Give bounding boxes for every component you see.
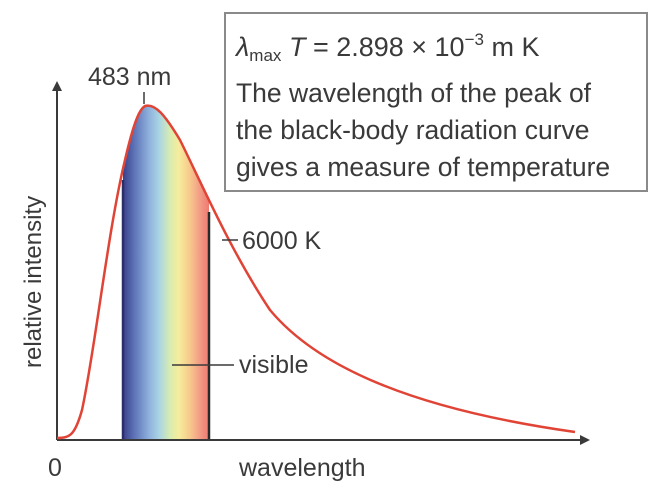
formula-subscript: max xyxy=(249,46,282,65)
peak-wavelength-label: 483 nm xyxy=(88,63,171,91)
info-line-1: The wavelength of the peak of xyxy=(236,78,592,108)
formula-temperature-symbol: T xyxy=(288,32,306,62)
formula-units: m K xyxy=(483,32,540,62)
info-line-3: gives a measure of temperature xyxy=(236,152,611,182)
origin-label: 0 xyxy=(48,454,62,482)
y-axis-label: relative intensity xyxy=(20,196,47,368)
formula-lambda: λ xyxy=(236,32,250,62)
x-axis-label: wavelength xyxy=(238,454,365,482)
wien-law-formula: λmax T = 2.898 × 10−3 m K xyxy=(236,22,636,74)
visible-spectrum-band xyxy=(123,105,209,440)
info-line-2: the black-body radiation curve xyxy=(236,115,590,145)
formula-value: = 2.898 × 10 xyxy=(305,32,465,62)
formula-exponent: −3 xyxy=(464,30,484,49)
blackbody-curve-6000k xyxy=(56,104,576,440)
curve-temperature-label: 6000 K xyxy=(242,227,322,255)
info-box: λmax T = 2.898 × 10−3 m K The wavelength… xyxy=(224,12,648,192)
visible-label: visible xyxy=(239,351,308,379)
